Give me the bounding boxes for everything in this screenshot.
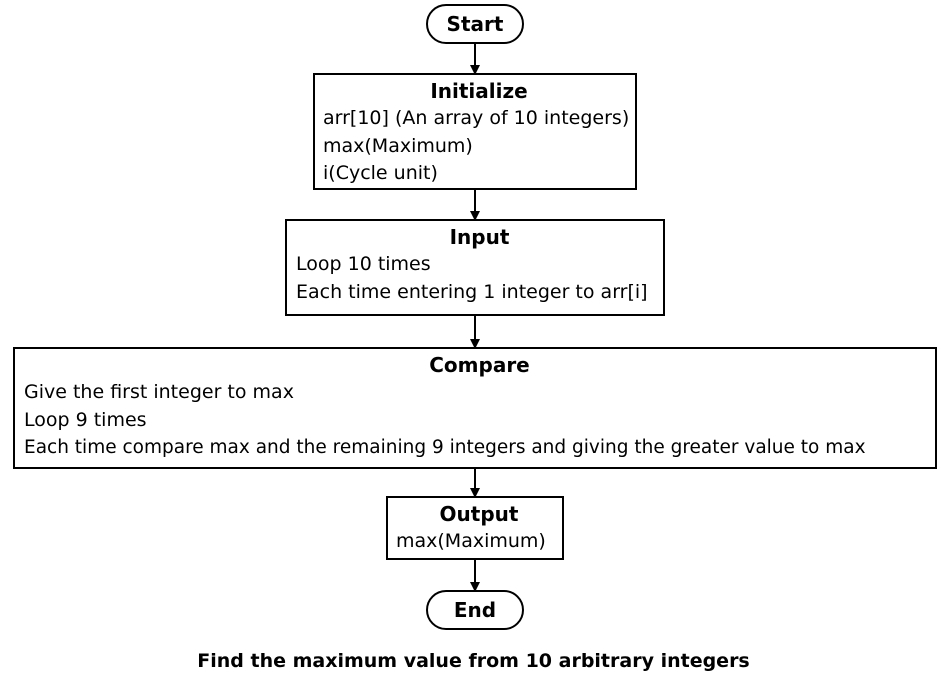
compare-line: Give the first integer to max <box>24 381 294 403</box>
compare-title: Compare <box>429 353 530 377</box>
end-terminal: End <box>426 590 524 630</box>
figure-caption: Find the maximum value from 10 arbitrary… <box>197 650 750 672</box>
compare-line: Each time compare max and the remaining … <box>24 437 866 458</box>
output-box: Output max(Maximum) <box>386 496 564 560</box>
output-line: max(Maximum) <box>396 530 546 552</box>
initialize-title: Initialize <box>430 79 528 103</box>
compare-line: Loop 9 times <box>24 408 147 431</box>
input-title: Input <box>449 225 510 249</box>
output-title: Output <box>439 502 519 526</box>
initialize-line: arr[10] (An array of 10 integers) <box>323 107 630 129</box>
input-line: Loop 10 times <box>296 253 431 275</box>
input-box: Input Loop 10 times Each time entering 1… <box>285 219 665 316</box>
initialize-line: max(Maximum) <box>323 134 473 157</box>
initialize-line: i(Cycle unit) <box>323 162 438 184</box>
input-line: Each time entering 1 integer to arr[i] <box>296 280 648 303</box>
initialize-box: Initialize arr[10] (An array of 10 integ… <box>313 73 637 190</box>
start-terminal: Start <box>426 4 524 44</box>
end-label: End <box>453 598 497 622</box>
start-label: Start <box>446 12 504 36</box>
compare-box: Compare Give the first integer to max Lo… <box>13 347 937 469</box>
